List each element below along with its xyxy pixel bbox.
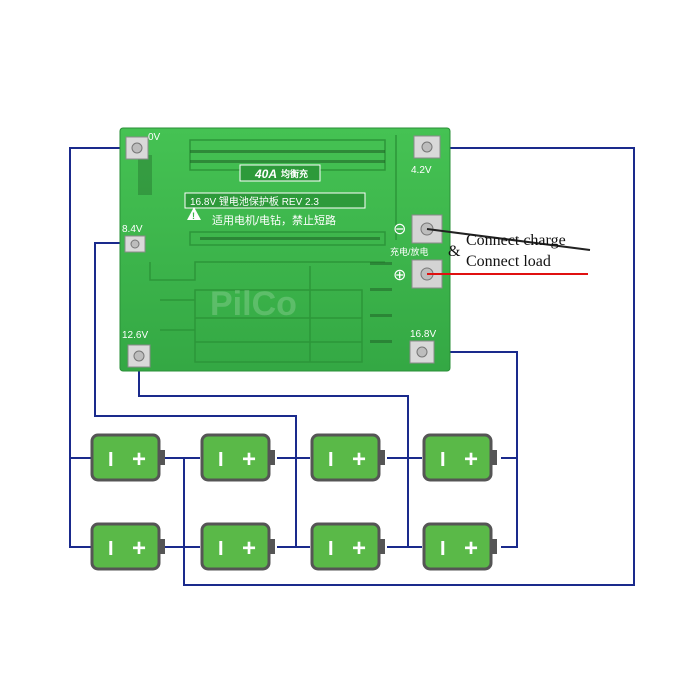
battery-terminal xyxy=(379,450,385,465)
annotation-charge: Connect charge xyxy=(466,232,566,249)
battery-minus-mark: I xyxy=(328,538,334,560)
battery-body xyxy=(422,522,493,571)
label-0v: 0V xyxy=(148,132,161,143)
battery-terminal xyxy=(491,539,497,554)
battery-cell: I+ xyxy=(422,522,497,571)
wire-link-1 xyxy=(165,457,185,547)
battery-plus-mark: + xyxy=(352,535,366,562)
warning-text: 适用电机/电钻，禁止短路 xyxy=(212,213,336,227)
battery-plus-mark: + xyxy=(242,446,256,473)
annotation-connector: & xyxy=(448,243,461,260)
warning-icon xyxy=(187,207,201,220)
wire-4-2v xyxy=(183,147,635,586)
battery-body xyxy=(310,522,381,571)
battery-terminal xyxy=(159,450,165,465)
wire-12-6v xyxy=(138,359,422,548)
via-rows xyxy=(138,150,392,343)
board-title: 16.8V 锂电池保护板 REV 2.3 xyxy=(190,195,319,208)
battery-minus-mark: I xyxy=(218,449,224,471)
battery-body xyxy=(90,433,161,482)
battery-plus-mark: + xyxy=(132,535,146,562)
current-rating: 40A xyxy=(254,167,277,181)
battery-terminal xyxy=(269,539,275,554)
wiring xyxy=(69,147,635,586)
battery-minus-mark: I xyxy=(108,449,114,471)
battery-terminal xyxy=(269,450,275,465)
bms-board: PilCo 40A 均衡充 16.8V 锂电池保护板 REV 2.3 ! 适用电… xyxy=(119,127,451,372)
wire-link-2 xyxy=(277,457,297,547)
title-box xyxy=(184,192,366,209)
battery-body xyxy=(310,433,381,482)
output-leads: & Connect charge Connect load xyxy=(426,228,591,275)
balance-label: 均衡充 xyxy=(281,168,308,179)
label-8-4v: 8.4V xyxy=(122,224,143,235)
battery-minus-mark: I xyxy=(218,538,224,560)
charge-lead xyxy=(426,228,591,251)
battery-plus-mark: + xyxy=(352,446,366,473)
battery-terminal xyxy=(491,450,497,465)
battery-pack: I+I+I+I+I+I+I+I+ xyxy=(90,433,497,571)
current-rating-box xyxy=(239,164,321,182)
port-label: 充电/放电 xyxy=(390,246,429,257)
battery-cell: I+ xyxy=(310,433,385,482)
battery-minus-mark: I xyxy=(440,538,446,560)
battery-plus-mark: + xyxy=(132,446,146,473)
battery-plus-mark: + xyxy=(242,535,256,562)
battery-cell: I+ xyxy=(422,433,497,482)
pad-8-4v xyxy=(124,235,146,253)
battery-terminal xyxy=(379,539,385,554)
pad-16-8v xyxy=(409,340,435,364)
wire-8-4v xyxy=(94,242,310,548)
pad-0v xyxy=(125,136,149,160)
pcb xyxy=(119,127,451,372)
minus-symbol: ⊖ xyxy=(393,221,406,238)
battery-cell: I+ xyxy=(310,522,385,571)
pcb-traces xyxy=(149,135,397,363)
battery-body xyxy=(200,522,271,571)
label-12-6v: 12.6V xyxy=(122,330,148,341)
battery-cell: I+ xyxy=(90,522,165,571)
wire-0v xyxy=(69,147,137,548)
pad-12-6v xyxy=(127,344,151,368)
svg-text:!: ! xyxy=(192,211,195,221)
battery-body xyxy=(422,433,493,482)
battery-cell: I+ xyxy=(200,433,275,482)
battery-plus-mark: + xyxy=(464,446,478,473)
annotation-load: Connect load xyxy=(466,253,551,270)
battery-plus-mark: + xyxy=(464,535,478,562)
battery-minus-mark: I xyxy=(328,449,334,471)
label-4-2v: 4.2V xyxy=(411,165,432,176)
battery-cell: I+ xyxy=(90,433,165,482)
battery-minus-mark: I xyxy=(108,538,114,560)
wire-16-8v xyxy=(422,351,518,548)
plus-symbol: ⊕ xyxy=(393,267,406,284)
battery-terminal xyxy=(159,539,165,554)
battery-body xyxy=(90,522,161,571)
battery-minus-mark: I xyxy=(440,449,446,471)
label-16-8v: 16.8V xyxy=(410,329,436,340)
battery-cell: I+ xyxy=(200,522,275,571)
pad-4-2v xyxy=(413,135,441,159)
watermark: PilCo xyxy=(210,285,297,323)
battery-body xyxy=(200,433,271,482)
wire-link-3 xyxy=(387,457,409,547)
